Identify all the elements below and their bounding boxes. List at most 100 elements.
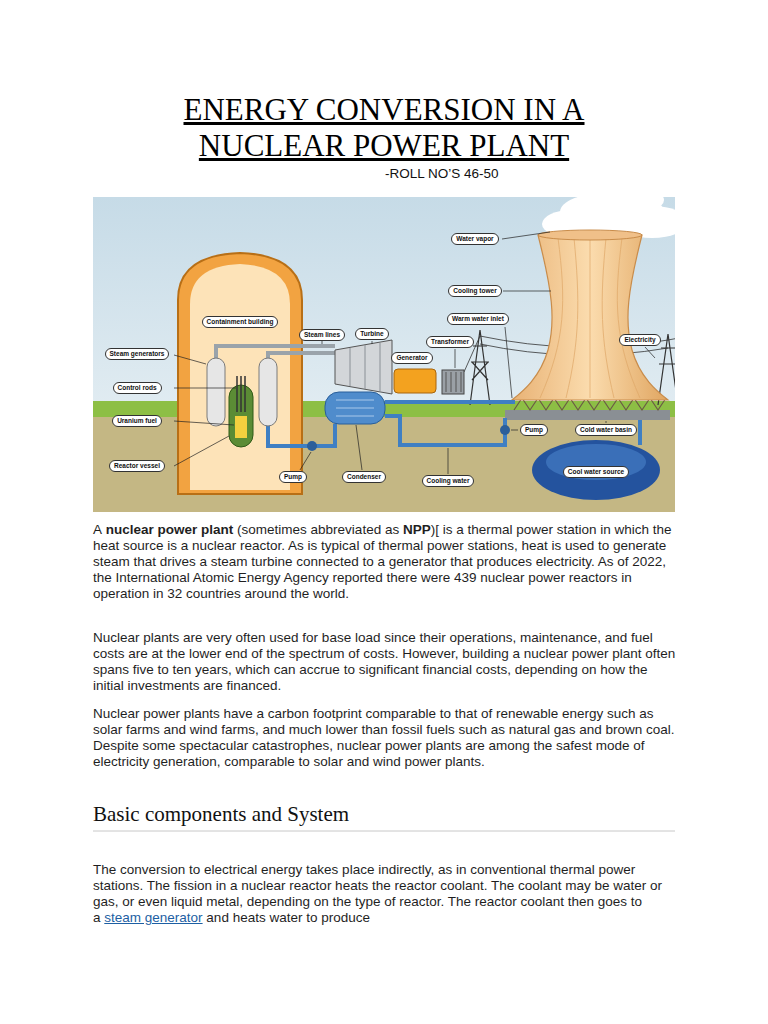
callout-label: Cool water source <box>568 468 624 476</box>
leader-line <box>300 452 311 470</box>
callout-label: Containment building <box>207 318 274 326</box>
plant-illustration <box>93 197 675 512</box>
bold-term: NPP <box>403 522 431 537</box>
tower-rim <box>538 230 642 240</box>
author-line: -ROLL NO’S 46-50 <box>385 166 499 181</box>
body-paragraph: Nuclear power plants have a carbon footp… <box>93 706 678 770</box>
callout-label: Condenser <box>347 473 381 481</box>
leader-line <box>372 341 373 344</box>
callout-box: Water vapor <box>451 233 498 245</box>
callout-label: Cold water basin <box>580 426 632 434</box>
callout-box: Control rods <box>113 382 162 394</box>
stripe <box>602 238 614 398</box>
callout-label: Generator <box>396 354 427 362</box>
feedwater-pipe <box>268 424 335 446</box>
body-text: Nuclear power plants have a carbon footp… <box>93 706 675 769</box>
uranium-fuel <box>235 416 247 438</box>
callout-box: Pump <box>279 471 307 483</box>
body-text: (sometimes abbreviated as <box>237 522 399 537</box>
leader-line <box>606 421 607 423</box>
stripe <box>566 238 578 398</box>
condenser <box>325 392 385 424</box>
condenser-tubes <box>336 400 374 416</box>
body-paragraph: Nuclear plants are very often used for b… <box>93 630 678 694</box>
callout-box: Turbine <box>355 328 388 340</box>
body-paragraph: The conversion to electrical energy take… <box>93 862 678 926</box>
stripe <box>590 238 591 398</box>
callout-label: Steam lines <box>304 331 340 339</box>
leader-line <box>174 388 236 389</box>
source-pipe <box>638 420 642 445</box>
bold-term: nuclear power plant <box>106 522 234 537</box>
callout-box: Cooling tower <box>448 285 501 297</box>
tower-stripes <box>540 238 640 398</box>
leader-line <box>505 327 512 398</box>
leader-line <box>356 425 362 470</box>
steam-generator <box>207 358 225 426</box>
leader-lines <box>174 232 655 474</box>
callout-box: Containment building <box>202 316 279 328</box>
callout-box: Cool water source <box>563 466 629 478</box>
callout-box: Generator <box>391 352 432 364</box>
leader-line <box>503 291 551 292</box>
callout-label: Transformer <box>431 338 469 346</box>
author-line: -ROLL NO’S 46-50 <box>385 166 675 182</box>
body-text: and heats water to produce <box>206 910 370 925</box>
sky <box>93 197 675 512</box>
cooling-water-pipe <box>385 416 505 445</box>
stripe <box>540 238 563 398</box>
section-heading: Basic components and System <box>93 801 678 827</box>
callout-label: Cooling water <box>427 477 470 485</box>
transformer-fins <box>446 372 461 392</box>
leader-line <box>174 436 229 466</box>
control-rods <box>237 376 245 412</box>
section-rule <box>93 831 675 832</box>
cool-water-source <box>532 440 660 500</box>
callout-label: Water vapor <box>456 235 493 243</box>
leader-line <box>511 430 518 431</box>
callout-label: Uranium fuel <box>117 417 157 425</box>
document-title: ENERGY CONVERSION IN A NUCLEAR POWER PLA… <box>134 92 634 164</box>
callout-box: Cold water basin <box>575 424 637 436</box>
callout-label: Warm water inlet <box>452 315 504 323</box>
callout-box: Steam generators <box>105 348 170 360</box>
steam-line <box>268 353 335 360</box>
callout-box: Warm water inlet <box>447 313 509 325</box>
leader-line <box>174 421 234 425</box>
transformer <box>442 370 464 394</box>
callout-label: Control rods <box>118 384 157 392</box>
callout-box: Steam lines <box>299 329 345 341</box>
body-paragraph: Anuclear power plant(sometimes abbreviat… <box>93 522 678 602</box>
callout-box: Transformer <box>426 336 474 348</box>
body-text: A <box>93 522 102 537</box>
hyperlink: steam generator <box>104 910 202 925</box>
leader-line <box>502 232 550 239</box>
leader-line <box>455 349 456 368</box>
containment-interior <box>190 264 290 490</box>
callout-box: Reactor vessel <box>109 460 165 472</box>
cloud-puff <box>596 197 664 214</box>
water-highlight <box>546 444 646 480</box>
cold-water-basin <box>505 410 670 420</box>
steam-generator <box>259 358 277 426</box>
leader-line <box>645 347 655 358</box>
pump <box>307 441 317 451</box>
callout-label: Electricity <box>624 336 655 344</box>
section-heading: Basic components and System <box>93 802 349 826</box>
steam-line <box>216 346 335 360</box>
turbine <box>335 340 392 394</box>
body-text: Nuclear plants are very often used for b… <box>93 630 675 693</box>
leader-line <box>322 341 323 344</box>
leader-line <box>448 448 449 474</box>
callout-label: Pump <box>284 473 302 481</box>
callout-label: Cooling tower <box>453 287 496 295</box>
generator <box>394 369 436 393</box>
containment-building <box>178 253 302 494</box>
callout-label: Pump <box>525 426 543 434</box>
pump <box>500 425 510 435</box>
callout-label: Steam generators <box>110 350 165 358</box>
callout-label: Turbine <box>360 330 383 338</box>
warm-water-pipe <box>385 400 515 404</box>
callout-label: Reactor vessel <box>114 462 160 470</box>
